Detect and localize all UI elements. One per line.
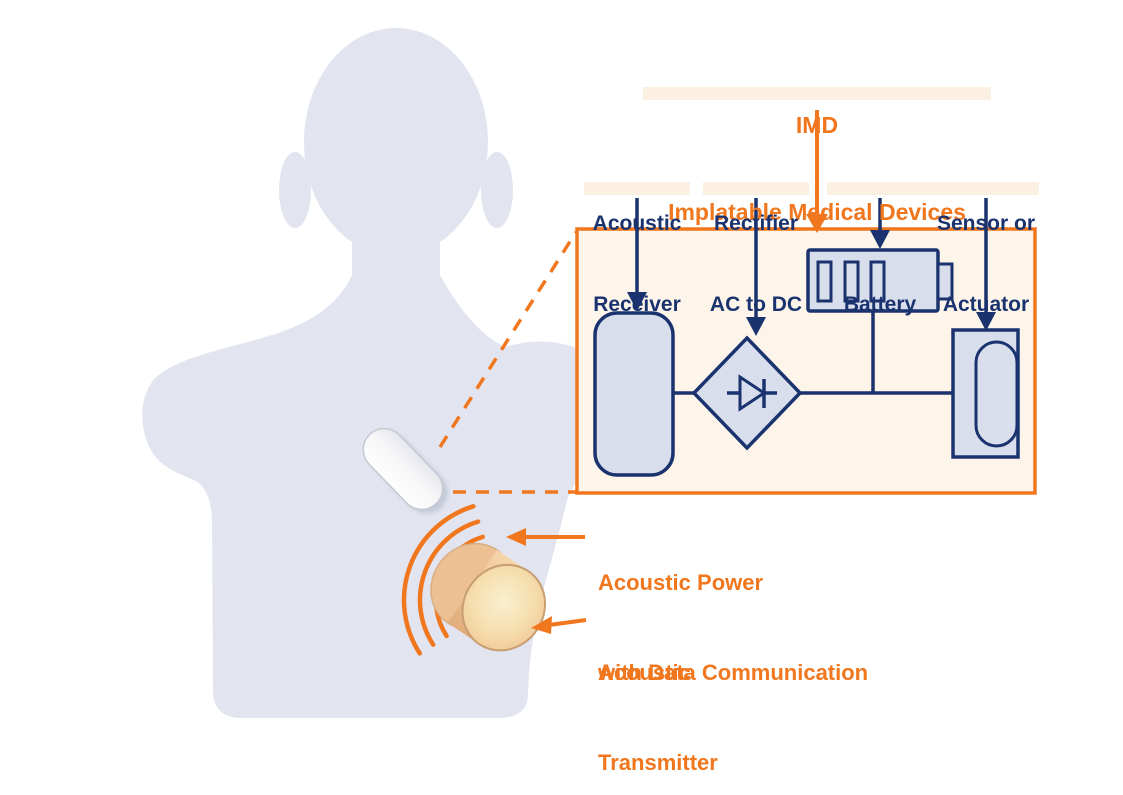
annotation-line1: Acoustic Power xyxy=(598,570,764,595)
label-line1: Rectifier xyxy=(713,212,799,235)
annotation-line1: Acoustic xyxy=(598,660,691,685)
title-line2: Implatable Medical Devices xyxy=(668,199,966,225)
label-line2: Actuator xyxy=(942,293,1030,316)
label-battery: Battery xyxy=(815,129,945,372)
sensor-block-icon xyxy=(951,328,1020,459)
label-line2: Receiver xyxy=(593,293,681,316)
body-silhouette xyxy=(142,28,618,718)
arrow-battery xyxy=(870,198,890,249)
receiver-block-icon xyxy=(593,311,675,477)
circuit-wires xyxy=(673,311,954,395)
rectifier-diamond-icon xyxy=(691,335,803,451)
annotation-line2: with Data Communication xyxy=(598,660,869,685)
annotation-acoustic-power: Acoustic Power with Data Communication xyxy=(598,508,868,748)
label-highlight-band xyxy=(933,182,1039,195)
arrow-acoustic-transmitter xyxy=(531,616,587,634)
label-line2: AC to DC xyxy=(709,293,803,316)
title-line1: IMD xyxy=(795,112,839,138)
component-arrows xyxy=(627,198,996,336)
label-line2: Battery xyxy=(843,293,917,316)
label-highlight-band xyxy=(584,182,690,195)
head xyxy=(304,28,488,256)
arrow-acoustic-power xyxy=(506,528,585,546)
label-line1: Acoustic xyxy=(592,212,682,235)
title-highlight-band xyxy=(643,87,991,100)
annotation-acoustic-transmitter: Acoustic Transmitter xyxy=(598,598,718,795)
label-rectifier: Rectifier AC to DC xyxy=(691,129,821,372)
implant-capsule-icon xyxy=(362,427,448,514)
torso xyxy=(142,275,618,718)
page-title: IMD Implatable Medical Devices xyxy=(617,24,1017,285)
arrow-imd-title xyxy=(806,110,828,233)
ear-left xyxy=(279,152,311,228)
annotation-line2: Transmitter xyxy=(598,750,718,775)
label-line1: Sensor or xyxy=(936,212,1036,235)
arrow-rectifier xyxy=(746,198,766,336)
label-highlight-band xyxy=(827,182,933,195)
arrow-receiver xyxy=(627,198,647,311)
label-acoustic-receiver: Acoustic Receiver xyxy=(572,129,702,372)
ear-right xyxy=(481,152,513,228)
label-sensor-actuator: Sensor or Actuator xyxy=(921,129,1051,372)
arrow-sensor xyxy=(976,198,996,331)
sensor-capsule-outline xyxy=(974,340,1019,448)
zoom-dashed-line-diagonal xyxy=(438,231,578,448)
acoustic-transmitter-icon xyxy=(430,542,547,652)
label-highlight-band xyxy=(703,182,809,195)
diode-icon xyxy=(727,374,777,412)
battery-icon xyxy=(806,248,954,313)
